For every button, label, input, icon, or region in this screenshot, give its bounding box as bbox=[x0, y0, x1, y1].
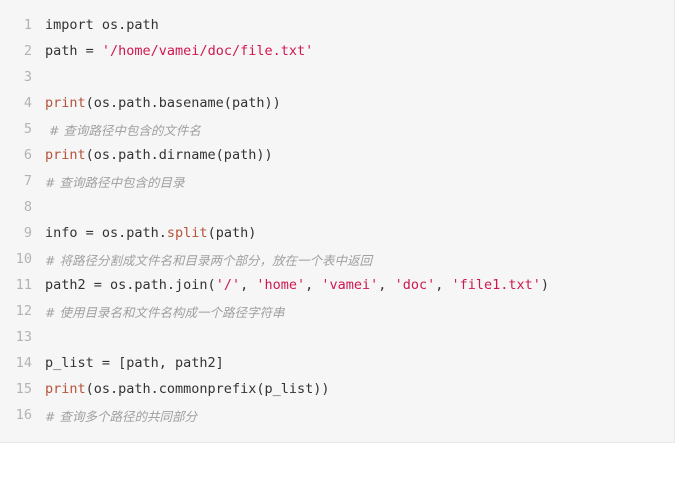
code-block: 1 import os.path 2 path = '/home/vamei/doc/… bbox=[0, 0, 675, 443]
line-number: 8 bbox=[23, 199, 32, 215]
code-token: (os.path.basename(path)) bbox=[85, 95, 281, 111]
code-text: # 将路径分割成文件名和目录两个部分，放在一个表中返回 bbox=[45, 250, 674, 269]
code-line: 11 path2 = os.path.join('/', 'home', 'vam… bbox=[0, 272, 674, 298]
code-string: '/home/vamei/doc/file.txt' bbox=[101, 43, 314, 59]
code-string: 'vamei' bbox=[321, 277, 379, 293]
line-number: 10 bbox=[15, 251, 32, 267]
line-number: 14 bbox=[15, 355, 32, 371]
code-text: print(os.path.basename(path)) bbox=[45, 95, 674, 111]
line-number: 16 bbox=[15, 407, 32, 423]
code-line: 7 # 查询路径中包含的目录 bbox=[0, 168, 674, 194]
code-token: print bbox=[45, 147, 86, 163]
code-token: (path) bbox=[207, 225, 257, 241]
code-text: # 查询路径中包含的目录 bbox=[45, 172, 674, 191]
code-text: # 查询路径中包含的文件名 bbox=[45, 120, 674, 139]
code-text: # 查询多个路径的共同部分 bbox=[45, 406, 674, 425]
code-token: path = bbox=[45, 43, 102, 59]
line-number: 2 bbox=[23, 43, 32, 59]
code-comment: # 查询多个路径的共同部分 bbox=[45, 408, 197, 424]
code-text: path2 = os.path.join('/', 'home', 'vamei… bbox=[45, 277, 674, 293]
code-token: ) bbox=[540, 277, 550, 293]
code-token: split bbox=[166, 225, 208, 241]
code-string: 'home' bbox=[256, 277, 306, 293]
code-text: import os.path bbox=[45, 17, 674, 33]
code-token: print bbox=[45, 95, 86, 111]
code-text: # 使用目录名和文件名构成一个路径字符串 bbox=[45, 302, 674, 321]
line-number: 1 bbox=[23, 17, 32, 33]
code-token: print bbox=[45, 381, 86, 397]
code-text: print(os.path.commonprefix(p_list)) bbox=[45, 381, 674, 397]
code-text: path = '/home/vamei/doc/file.txt' bbox=[45, 43, 674, 59]
code-line: 12 # 使用目录名和文件名构成一个路径字符串 bbox=[0, 298, 674, 324]
line-number: 7 bbox=[23, 173, 32, 189]
code-token: , bbox=[305, 277, 322, 293]
line-number: 6 bbox=[23, 147, 32, 163]
line-number: 9 bbox=[23, 225, 32, 241]
code-text: info = os.path.split(path) bbox=[45, 225, 674, 241]
code-string: 'file1.txt' bbox=[451, 277, 541, 293]
code-comment: # 使用目录名和文件名构成一个路径字符串 bbox=[45, 304, 285, 320]
code-line: 15 print(os.path.commonprefix(p_list)) bbox=[0, 376, 674, 402]
line-number: 12 bbox=[15, 303, 32, 319]
code-string: '/' bbox=[215, 277, 241, 293]
code-line: 6 print(os.path.dirname(path)) bbox=[0, 142, 674, 168]
code-comment: # 将路径分割成文件名和目录两个部分，放在一个表中返回 bbox=[45, 252, 372, 268]
code-line: 3 bbox=[0, 64, 674, 90]
code-line: 4 print(os.path.basename(path)) bbox=[0, 90, 674, 116]
line-number: 13 bbox=[15, 329, 32, 345]
code-comment: # 查询路径中包含的目录 bbox=[45, 174, 185, 190]
code-token: p_list = [path, path2] bbox=[45, 355, 224, 371]
code-line: 5 # 查询路径中包含的文件名 bbox=[0, 116, 674, 142]
code-line: 9 info = os.path.split(path) bbox=[0, 220, 674, 246]
code-comment: # 查询路径中包含的文件名 bbox=[45, 122, 201, 138]
code-line: 2 path = '/home/vamei/doc/file.txt' bbox=[0, 38, 674, 64]
code-line: 16 # 查询多个路径的共同部分 bbox=[0, 402, 674, 428]
code-token: info = os.path. bbox=[45, 225, 167, 241]
line-number: 15 bbox=[15, 381, 32, 397]
code-token: (os.path.dirname(path)) bbox=[85, 147, 273, 163]
line-number: 4 bbox=[23, 95, 32, 111]
code-token: path2 = os.path.join( bbox=[45, 277, 216, 293]
code-line: 14 p_list = [path, path2] bbox=[0, 350, 674, 376]
code-token: import os.path bbox=[45, 17, 159, 33]
line-number: 11 bbox=[15, 277, 32, 293]
code-token: , bbox=[435, 277, 452, 293]
code-token: , bbox=[378, 277, 395, 293]
code-line: 8 bbox=[0, 194, 674, 220]
code-text: print(os.path.dirname(path)) bbox=[45, 147, 674, 163]
code-string: 'doc' bbox=[394, 277, 436, 293]
code-line: 13 bbox=[0, 324, 674, 350]
code-line: 10 # 将路径分割成文件名和目录两个部分，放在一个表中返回 bbox=[0, 246, 674, 272]
code-token: (os.path.commonprefix(p_list)) bbox=[85, 381, 330, 397]
code-line: 1 import os.path bbox=[0, 12, 674, 38]
line-number: 3 bbox=[23, 69, 32, 85]
code-text: p_list = [path, path2] bbox=[45, 355, 674, 371]
code-token: , bbox=[240, 277, 257, 293]
line-number: 5 bbox=[23, 121, 32, 137]
